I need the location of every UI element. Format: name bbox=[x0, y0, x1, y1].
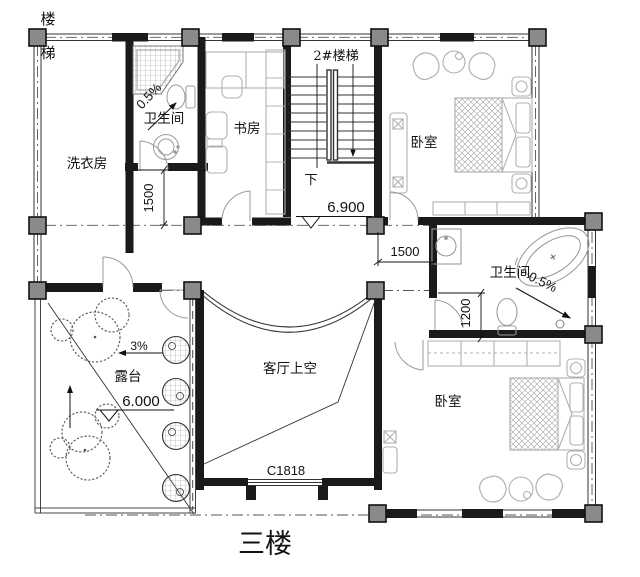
bath-top bbox=[132, 45, 196, 160]
annotations bbox=[96, 165, 485, 422]
tree-centers bbox=[83, 335, 97, 452]
corner-stair-label-1: 楼 bbox=[40, 10, 55, 28]
bookshelf bbox=[265, 49, 286, 215]
round-table bbox=[508, 476, 534, 502]
bedroom-top-furniture bbox=[389, 48, 533, 216]
tv-cabinet bbox=[389, 112, 408, 194]
terrace-railing bbox=[34, 295, 196, 514]
door-arc-bath-top bbox=[139, 140, 169, 171]
tv-cabinet bbox=[382, 430, 398, 474]
door-arc-bedroom-top bbox=[389, 191, 419, 221]
label-bedroom-bottom: 卧室 bbox=[435, 393, 462, 410]
floor-drain bbox=[555, 319, 565, 329]
bench bbox=[432, 201, 531, 216]
label-bedroom-top: 卧室 bbox=[411, 134, 438, 151]
nightstand bbox=[511, 173, 532, 194]
side-chair bbox=[205, 111, 228, 140]
desk-chair bbox=[221, 75, 243, 99]
shower-stall bbox=[132, 45, 184, 95]
floor-title: 三楼 bbox=[238, 529, 292, 560]
door-arc-laundry bbox=[102, 256, 134, 288]
study-furniture bbox=[205, 49, 286, 215]
bath-right bbox=[431, 227, 590, 336]
label-level-6000: 6.000 bbox=[122, 393, 160, 410]
label-living-void: 客厅上空 bbox=[263, 360, 317, 377]
toilet bbox=[496, 297, 518, 336]
label-window-c1818: C1818 bbox=[267, 463, 305, 478]
door-arc-study bbox=[221, 190, 251, 221]
bath-right-slope-arrow bbox=[515, 287, 571, 319]
living-void bbox=[203, 291, 377, 465]
tree-cluster bbox=[49, 297, 130, 481]
corner-stair-label-2: 梯 bbox=[40, 44, 55, 62]
label-terrace: 露台 bbox=[115, 369, 142, 385]
dim-corridor-1500 bbox=[373, 232, 438, 266]
round-table bbox=[442, 50, 466, 74]
door-arc-bath-right bbox=[434, 299, 464, 330]
stairwell bbox=[288, 64, 374, 168]
level-6900 bbox=[296, 216, 372, 229]
nightstand bbox=[566, 358, 586, 378]
sink bbox=[153, 134, 180, 160]
dim-text-left-1500: 1500 bbox=[141, 184, 156, 213]
side-chair bbox=[205, 145, 228, 174]
bath-top-slope-arrow bbox=[147, 102, 177, 131]
sink bbox=[431, 228, 462, 265]
bathtub bbox=[514, 227, 590, 287]
toilet bbox=[166, 84, 196, 110]
stair-stringer bbox=[326, 70, 338, 162]
label-study: 书房 bbox=[234, 121, 261, 137]
planters bbox=[161, 335, 191, 503]
nightstand bbox=[566, 450, 586, 470]
bedroom-bottom-furniture bbox=[382, 340, 586, 507]
level-6000 bbox=[96, 409, 174, 422]
label-level-6900: 6.900 bbox=[327, 199, 365, 216]
label-stair: 2#楼梯 bbox=[313, 49, 358, 64]
nightstand bbox=[511, 76, 532, 97]
bed bbox=[509, 377, 585, 451]
dim-left-1500 bbox=[138, 165, 168, 230]
bed bbox=[454, 97, 533, 173]
window-c1818 bbox=[248, 479, 322, 486]
door-arc-bedroom-bottom bbox=[394, 340, 424, 371]
label-stair-down: 下 bbox=[304, 173, 317, 188]
label-laundry: 洗衣房 bbox=[67, 156, 108, 172]
dim-bath-1200 bbox=[438, 288, 485, 343]
label-terrace-slope: 3% bbox=[130, 339, 148, 353]
dim-text-corridor-1500: 1500 bbox=[391, 244, 420, 259]
void-diagonal-line bbox=[203, 297, 377, 465]
wardrobe bbox=[427, 340, 561, 367]
dim-text-bath-1200: 1200 bbox=[458, 299, 473, 328]
terrace bbox=[47, 297, 195, 515]
desk bbox=[205, 51, 285, 89]
label-bath-top: 卫生间 bbox=[144, 111, 185, 127]
doors bbox=[102, 140, 464, 371]
label-bath-right: 卫生间 bbox=[490, 265, 531, 281]
label-bath-right-slope: 0.5% bbox=[526, 269, 560, 296]
